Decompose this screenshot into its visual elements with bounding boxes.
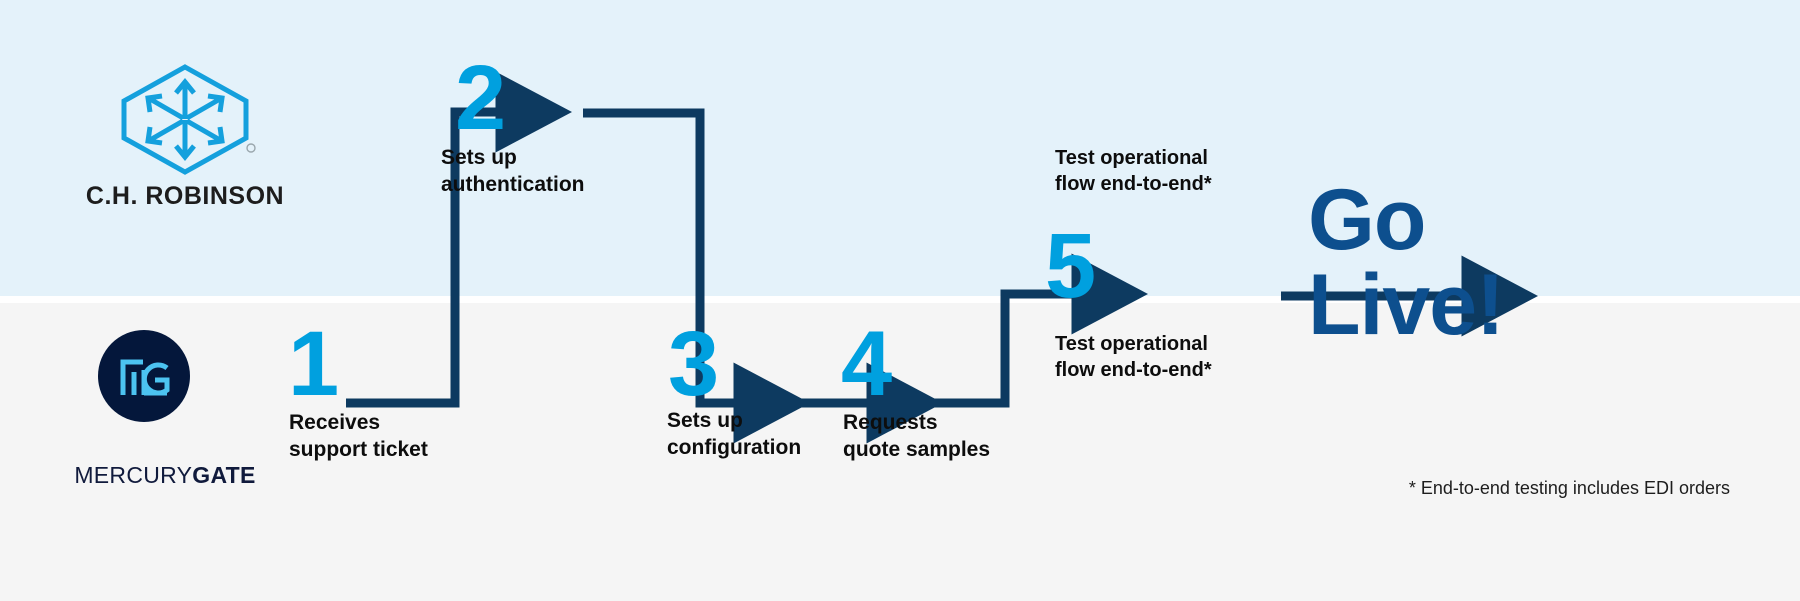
mercurygate-wordmark: MERCURYGATE <box>40 462 290 489</box>
step-5-number: 5 <box>1045 215 1096 317</box>
mercurygate-wordmark-bold: GATE <box>192 462 256 488</box>
chrobinson-wordmark: C.H. ROBINSON <box>85 182 285 210</box>
step-1-label: Receives support ticket <box>289 411 428 461</box>
note-test-operational-flow-top: Test operational flow end-to-end* <box>1055 147 1212 195</box>
mercurygate-mg-monogram-icon <box>120 359 170 396</box>
hexagon-arrows-icon <box>121 64 256 175</box>
step-4-number: 4 <box>841 313 892 415</box>
lane-band-mercurygate <box>0 303 1800 601</box>
go-live-outcome: Go Live! <box>1308 172 1505 354</box>
footnote: * End-to-end testing includes EDI orders <box>1408 478 1730 498</box>
step-3-number: 3 <box>668 313 719 415</box>
step-4-label: Requests quote samples <box>843 411 991 461</box>
mercurygate-wordmark-light: MERCURY <box>74 462 193 488</box>
step-2-number: 2 <box>455 47 506 149</box>
step-3-label: Sets up configuration <box>667 409 802 459</box>
connector-step2-to-step3 <box>583 108 810 444</box>
step-1-number: 1 <box>288 313 339 415</box>
connector-step1-to-step2 <box>346 71 572 408</box>
step-2-label: Sets up authentication <box>441 146 585 196</box>
connector-step4-to-step5 <box>910 253 1148 408</box>
lane-band-chrobinson <box>0 0 1800 296</box>
note-test-operational-flow-bottom: Test operational flow end-to-end* <box>1055 333 1212 381</box>
